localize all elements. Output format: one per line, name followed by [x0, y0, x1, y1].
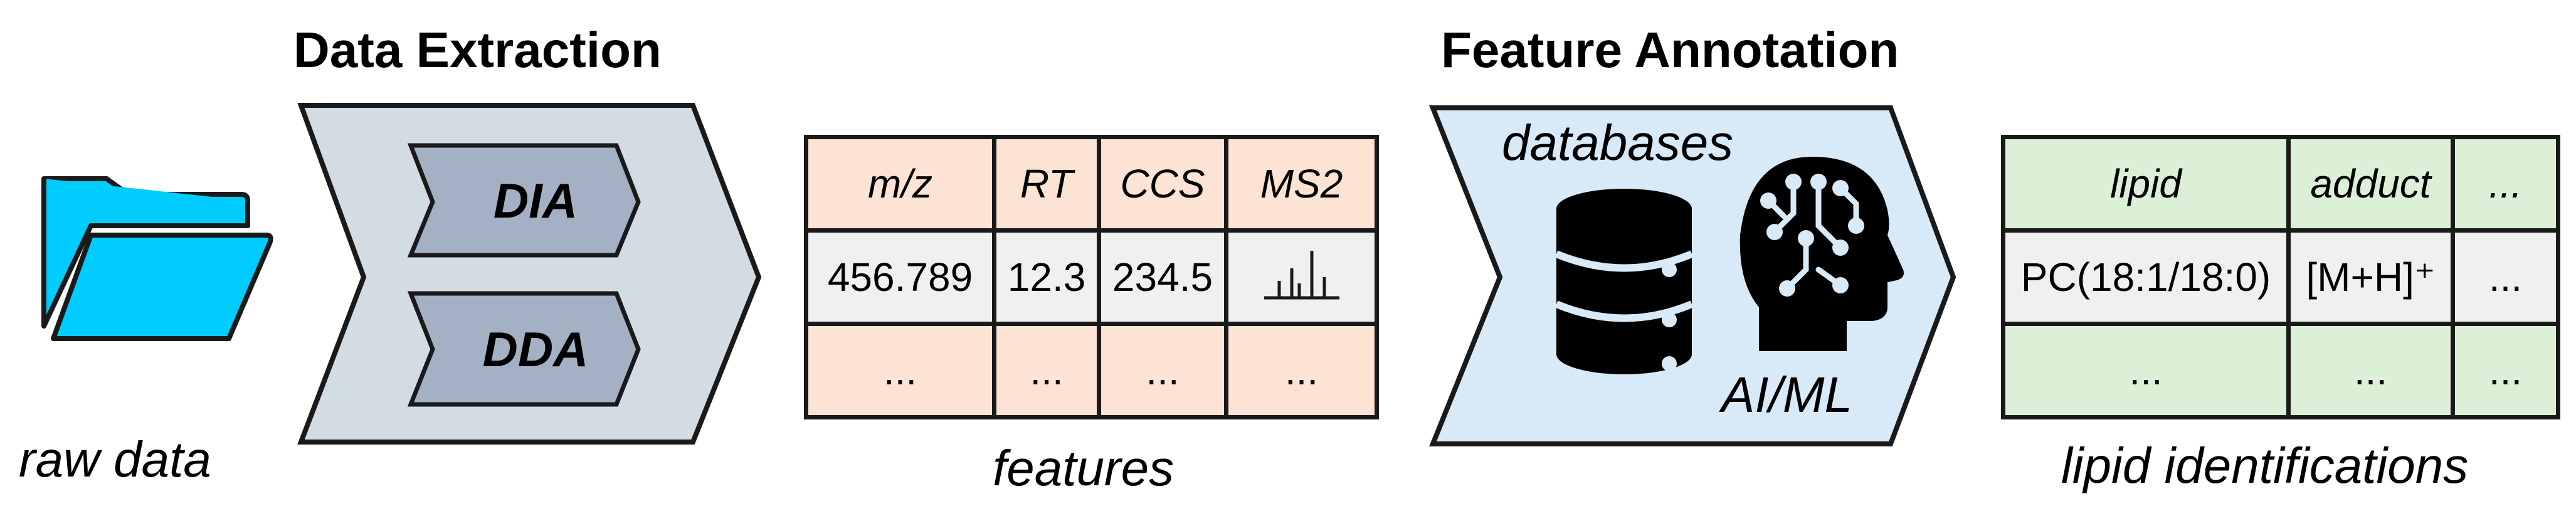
database-icon [1555, 189, 1694, 374]
cell-adduct: [M+H]⁺ [2286, 228, 2455, 326]
header-ms2: MS2 [1224, 135, 1379, 233]
feature-annotation-title: Feature Annotation [1441, 22, 1899, 78]
ellipsis-cell: ... [992, 322, 1101, 419]
cell-more: ... [2451, 228, 2560, 326]
ellipsis-cell: ... [804, 322, 996, 419]
header-adduct: adduct [2286, 135, 2455, 233]
dia-chip-label: DIA [493, 172, 578, 228]
spectrum-icon [1264, 250, 1339, 299]
folder-icon [41, 176, 273, 341]
cell-lipid: PC(18:1/18:0) [2001, 228, 2291, 326]
data-extraction-chevron [297, 103, 762, 445]
dia-chip [407, 143, 641, 258]
header-mz: m/z [804, 135, 996, 233]
header-rt: RT [992, 135, 1101, 233]
cell-mz: 456.789 [804, 228, 996, 326]
header-lipid: lipid [2001, 135, 2291, 233]
cell-rt: 12.3 [992, 228, 1101, 326]
ellipsis-cell: ... [1224, 322, 1379, 419]
header-ccs: CCS [1097, 135, 1228, 233]
header-more: ... [2451, 135, 2560, 233]
raw-data-caption: raw data [19, 431, 211, 487]
dda-chip-label: DDA [482, 321, 589, 377]
data-extraction-title: Data Extraction [293, 22, 662, 78]
dda-chip [407, 291, 641, 407]
lipid-table: lipid adduct ... PC(18:1/18:0) [M+H]⁺ ..… [2001, 135, 2560, 419]
ellipsis-cell: ... [1097, 322, 1228, 419]
ellipsis-cell: ... [2286, 322, 2455, 419]
aiml-label: AI/ML [1721, 367, 1852, 423]
databases-label: databases [1502, 115, 1734, 171]
ellipsis-cell: ... [2451, 322, 2560, 419]
features-caption: features [993, 440, 1175, 496]
features-table: m/z RT CCS MS2 456.789 12.3 234.5 ... ..… [804, 135, 1379, 419]
ai-head-icon [1739, 157, 1904, 351]
cell-ccs: 234.5 [1097, 228, 1228, 326]
ellipsis-cell: ... [2001, 322, 2291, 419]
feature-annotation-chevron [1429, 105, 1956, 446]
cell-ms2 [1224, 228, 1379, 326]
lipid-identifications-caption: lipid identifications [2061, 438, 2469, 493]
